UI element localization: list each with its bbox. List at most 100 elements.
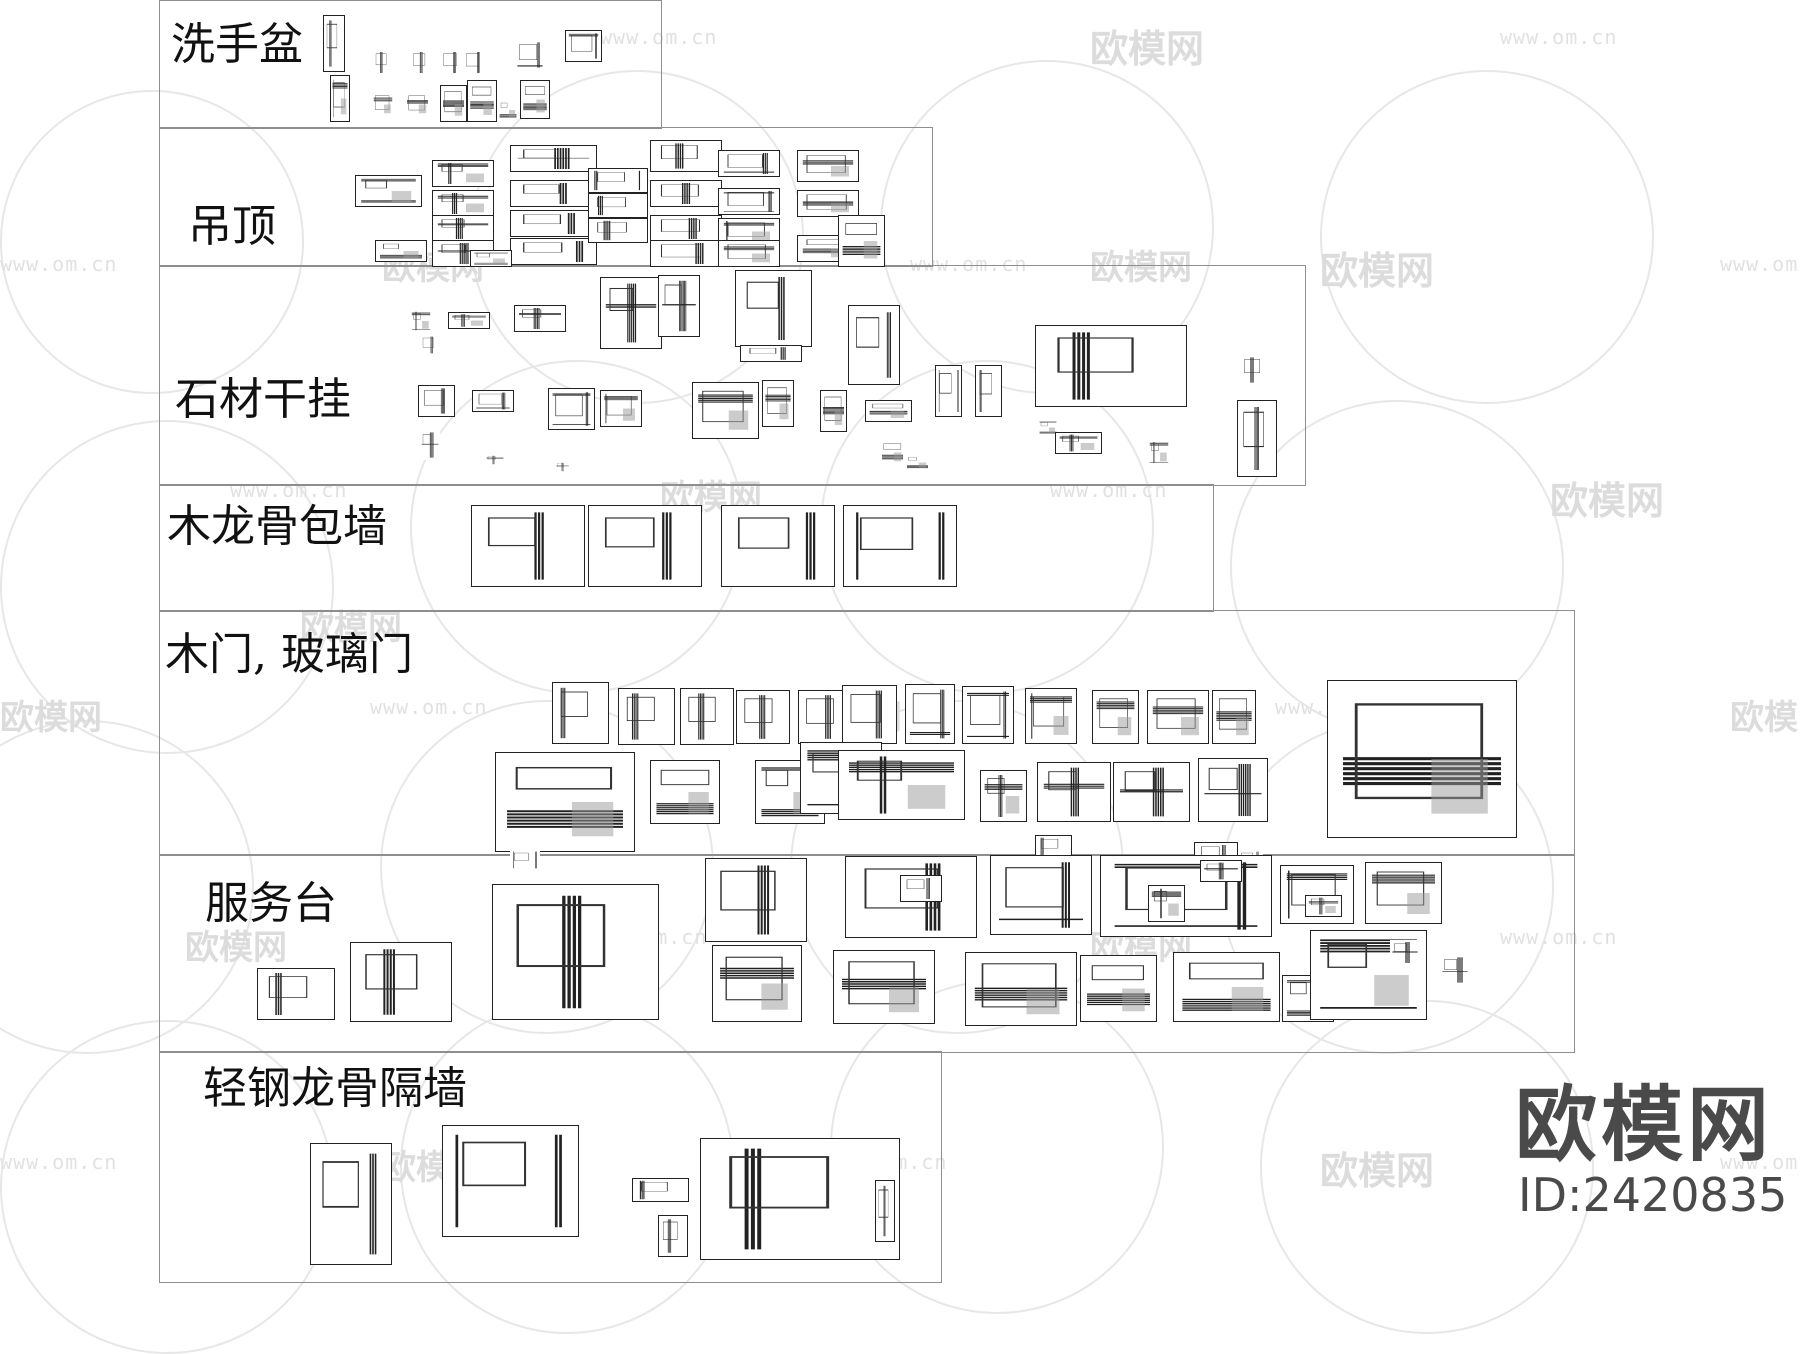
cad-drawing-thumbnail bbox=[650, 140, 722, 172]
cad-drawing-thumbnail bbox=[962, 686, 1014, 744]
section-service-counter: 服务台 bbox=[159, 854, 1575, 1053]
cad-drawing-thumbnail bbox=[510, 238, 597, 265]
cad-drawing-thumbnail bbox=[1100, 855, 1272, 937]
cad-drawing-thumbnail bbox=[552, 682, 609, 744]
cad-drawing-thumbnail bbox=[838, 750, 965, 820]
section-title: 木龙骨包墙 bbox=[167, 501, 387, 552]
cad-drawing-thumbnail bbox=[448, 312, 490, 329]
cad-drawing-thumbnail bbox=[797, 190, 859, 217]
watermark-url: www.om.cn bbox=[230, 478, 348, 502]
cad-drawing-thumbnail bbox=[1148, 440, 1170, 465]
cad-drawing-thumbnail bbox=[980, 770, 1027, 822]
cad-drawing-thumbnail bbox=[323, 15, 345, 72]
watermark-brand: 欧模网 bbox=[185, 928, 287, 968]
cad-drawing-thumbnail bbox=[432, 190, 494, 217]
cad-drawing-thumbnail bbox=[880, 440, 905, 465]
watermark-url: www.om.cn bbox=[1050, 478, 1168, 502]
section-title: 服务台 bbox=[205, 878, 337, 929]
cad-drawing-thumbnail bbox=[843, 505, 957, 587]
cad-drawing-thumbnail bbox=[467, 80, 497, 122]
cad-drawing-thumbnail bbox=[718, 240, 780, 267]
cad-drawing-thumbnail bbox=[495, 752, 635, 852]
watermark-url: www.om.cn bbox=[1500, 25, 1618, 49]
section-title: 吊顶 bbox=[188, 201, 276, 252]
section-title: 石材干挂 bbox=[175, 374, 351, 425]
cad-drawing-thumbnail bbox=[257, 968, 335, 1020]
watermark-url: www.om.cn bbox=[1500, 925, 1618, 949]
watermark-url: www.om.cn bbox=[370, 695, 488, 719]
cad-drawing-thumbnail bbox=[1055, 432, 1102, 454]
watermark-brand: 欧模网 bbox=[1320, 1149, 1435, 1193]
cad-drawing-thumbnail bbox=[588, 505, 702, 587]
cad-drawing-thumbnail bbox=[372, 92, 394, 117]
cad-drawing-thumbnail bbox=[510, 850, 540, 870]
watermark-url: www.om.cn bbox=[1720, 1150, 1800, 1174]
watermark-url: www.om.cn bbox=[600, 25, 718, 49]
cad-drawing-thumbnail bbox=[1148, 885, 1185, 922]
cad-drawing-thumbnail bbox=[905, 455, 930, 470]
cad-drawing-thumbnail bbox=[1305, 895, 1342, 917]
cad-drawing-thumbnail bbox=[848, 305, 900, 385]
cad-drawing-thumbnail bbox=[588, 168, 648, 193]
watermark-brand: 欧模网 bbox=[0, 698, 102, 738]
cad-drawing-thumbnail bbox=[718, 188, 780, 215]
cad-drawing-thumbnail bbox=[440, 50, 464, 75]
cad-drawing-thumbnail bbox=[1025, 688, 1077, 744]
section-wood-frame-wall: 木龙骨包墙 bbox=[159, 484, 1214, 612]
cad-drawing-thumbnail bbox=[838, 215, 885, 267]
cad-drawing-thumbnail bbox=[650, 240, 722, 267]
watermark-brand: 欧模网 bbox=[1090, 248, 1192, 288]
cad-drawing-thumbnail bbox=[555, 462, 570, 472]
cad-drawing-thumbnail bbox=[565, 30, 602, 62]
watermark-url: www.om.cn bbox=[910, 252, 1028, 276]
cad-drawing-thumbnail bbox=[833, 950, 935, 1024]
cad-drawing-thumbnail bbox=[548, 388, 595, 430]
cad-drawing-thumbnail bbox=[470, 250, 512, 267]
cad-drawing-thumbnail bbox=[600, 390, 642, 427]
cad-drawing-thumbnail bbox=[514, 305, 566, 332]
watermark-brand: 欧模网 bbox=[1550, 479, 1665, 523]
cad-drawing-thumbnail bbox=[1240, 355, 1270, 385]
cad-drawing-thumbnail bbox=[1092, 690, 1139, 744]
cad-drawing-thumbnail bbox=[735, 270, 812, 347]
cad-drawing-thumbnail bbox=[718, 150, 780, 177]
cad-drawing-thumbnail bbox=[600, 277, 662, 349]
cad-drawing-thumbnail bbox=[842, 685, 897, 744]
section-ceiling: 吊顶 bbox=[159, 127, 933, 267]
cad-drawing-thumbnail bbox=[990, 855, 1092, 935]
cad-drawing-thumbnail bbox=[330, 75, 350, 122]
cad-drawing-thumbnail bbox=[420, 335, 440, 355]
cad-drawing-thumbnail bbox=[875, 1180, 895, 1242]
cad-drawing-thumbnail bbox=[965, 952, 1077, 1026]
watermark-brand: 欧模网 bbox=[1320, 249, 1435, 293]
cad-drawing-thumbnail bbox=[432, 160, 494, 187]
cad-drawing-thumbnail bbox=[721, 505, 835, 587]
section-title: 轻钢龙骨隔墙 bbox=[203, 1063, 467, 1114]
cad-drawing-thumbnail bbox=[472, 390, 514, 412]
cad-drawing-thumbnail bbox=[1035, 325, 1187, 407]
watermark-url: www.om.cn bbox=[0, 1150, 118, 1174]
cad-drawing-thumbnail bbox=[1390, 940, 1420, 965]
section-title: 洗手盆 bbox=[171, 19, 303, 70]
cad-drawing-thumbnail bbox=[975, 365, 1002, 417]
cad-drawing-thumbnail bbox=[492, 884, 659, 1020]
cad-drawing-thumbnail bbox=[350, 942, 452, 1022]
cad-drawing-thumbnail bbox=[588, 193, 648, 218]
cad-drawing-thumbnail bbox=[650, 180, 722, 207]
watermark-brand: 欧模网 bbox=[1090, 27, 1205, 71]
cad-drawing-thumbnail bbox=[498, 100, 518, 120]
brand-logo: 欧模网 bbox=[1515, 1078, 1774, 1173]
cad-drawing-thumbnail bbox=[510, 145, 597, 172]
watermark-ring bbox=[0, 90, 304, 394]
cad-drawing-thumbnail bbox=[692, 382, 759, 439]
cad-drawing-thumbnail bbox=[463, 50, 485, 75]
cad-drawing-thumbnail bbox=[471, 505, 585, 587]
cad-drawing-thumbnail bbox=[355, 175, 422, 207]
cad-drawing-thumbnail bbox=[515, 40, 545, 70]
watermark-url: www.om.cn bbox=[1720, 252, 1800, 276]
cad-drawing-thumbnail bbox=[618, 688, 675, 745]
cad-drawing-thumbnail bbox=[520, 80, 550, 119]
cad-drawing-thumbnail bbox=[700, 1138, 900, 1260]
cad-drawing-thumbnail bbox=[1080, 955, 1157, 1022]
